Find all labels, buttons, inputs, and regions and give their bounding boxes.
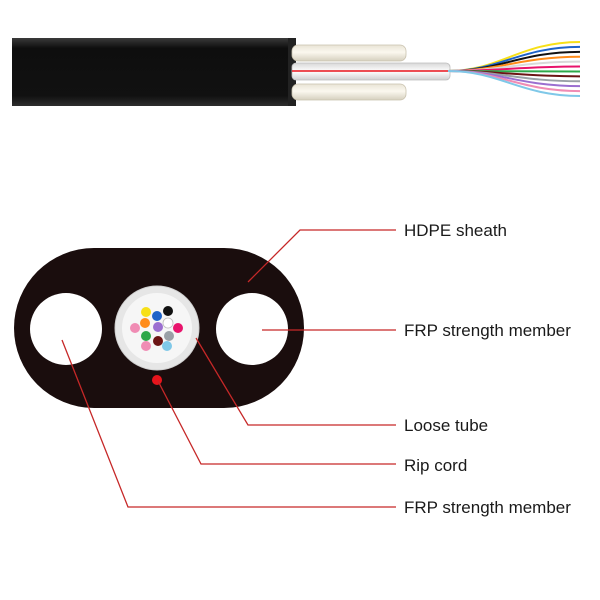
cable-cross-section [14,248,304,408]
label-rip-cord: Rip cord [404,456,468,475]
label-frp-strength-member-right: FRP strength member [404,321,571,340]
label-loose-tube: Loose tube [404,416,489,435]
fiber-core [141,331,151,341]
fiber-core [140,318,150,328]
sheath-side [12,38,294,106]
fiber-core [164,331,174,341]
fiber-core [152,311,162,321]
label-hdpe-sheath: HDPE sheath [404,221,507,240]
leader-loose-tube [195,337,396,426]
label-frp-strength-member-left: FRP strength member [404,498,571,517]
rip-cord-shape [152,375,162,385]
leader-rip-cord [157,380,396,465]
cable-side-view [12,38,581,106]
fiber-fan [447,41,581,97]
fiber-core [130,323,140,333]
fiber-core [153,336,163,346]
leader-frp-left [61,339,396,508]
frp-member-bottom-side [291,83,407,101]
fiber-core [163,306,173,316]
fiber-core [162,317,174,329]
fiber-core [141,307,151,317]
frp-strength-member-left-shape [30,293,102,365]
fiber-cores [130,306,183,351]
fiber-core [162,341,172,351]
fiber-core [153,322,163,332]
fiber-strand [447,70,581,97]
leader-hdpe-sheath [247,229,396,283]
frp-member-top-side [291,44,407,62]
fiber-core [173,323,183,333]
frp-strength-member-right-shape [216,293,288,365]
fiber-core [141,341,151,351]
leader-lines [61,229,396,508]
